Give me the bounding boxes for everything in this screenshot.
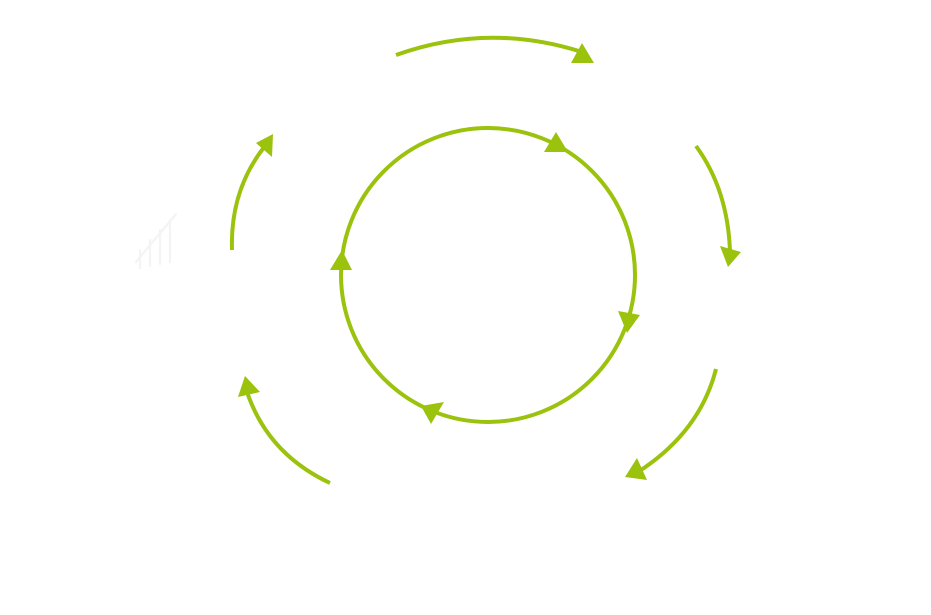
- inner-cycle: [330, 126, 640, 424]
- outer-arc-bottom-right: [636, 368, 718, 474]
- outer-arc-top: [395, 35, 583, 57]
- outer-arc-right: [694, 144, 732, 253]
- outer-arrow-bottom-left-icon: [238, 376, 260, 397]
- inner-arrow-left-icon: [330, 250, 352, 270]
- bar-chart-icon: [134, 212, 178, 270]
- outer-arc-left: [229, 144, 267, 251]
- outer-arc-bottom-left: [245, 391, 331, 485]
- outer-arrow-bottom-right-icon: [625, 458, 647, 480]
- outer-arrow-top-icon: [571, 43, 594, 63]
- outer-arrow-left-icon: [256, 134, 273, 157]
- outer-arrow-right-icon: [720, 246, 741, 267]
- inner-arrow-bottom-icon: [421, 402, 444, 424]
- inner-arrow-top-icon: [544, 132, 568, 152]
- outer-cycle: [229, 35, 741, 485]
- inner-arrow-right-icon: [618, 311, 640, 333]
- inner-cycle-circle: [339, 126, 637, 424]
